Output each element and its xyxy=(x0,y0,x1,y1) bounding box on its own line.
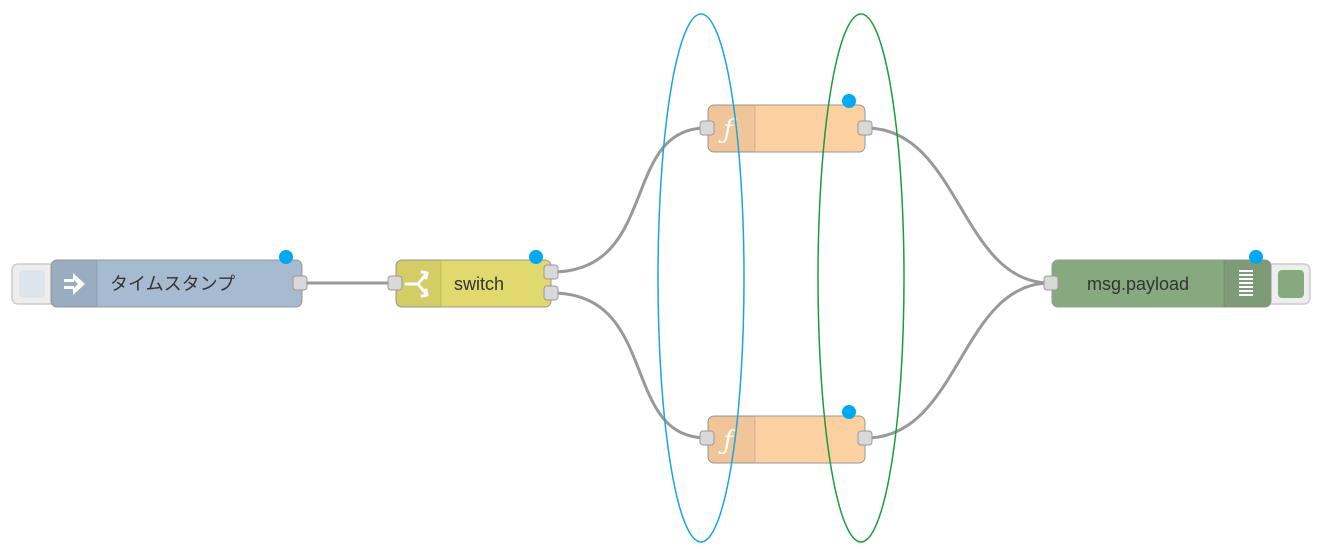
function-top-output-port[interactable] xyxy=(857,120,873,136)
switch-node-label: switch xyxy=(454,274,504,294)
wire-switch-function-bottom[interactable] xyxy=(551,291,707,440)
function-bottom-input-port[interactable] xyxy=(699,430,715,446)
inject-node-label: タイムスタンプ xyxy=(110,274,235,294)
switch-node[interactable]: switch xyxy=(387,250,559,308)
debug-list-icon xyxy=(1239,270,1253,296)
function-top-changed-badge xyxy=(842,94,856,108)
debug-node-label: msg.payload xyxy=(1087,274,1189,294)
debug-toggle-inner xyxy=(1278,270,1304,298)
debug-changed-badge xyxy=(1249,250,1263,264)
switch-output-port-2[interactable] xyxy=(543,285,559,301)
inject-changed-badge xyxy=(279,250,293,264)
highlight-ellipse-blue xyxy=(657,13,745,543)
function-icon: ƒ xyxy=(718,115,737,145)
wire-function-top-debug[interactable] xyxy=(865,126,1051,285)
wire-switch-function-top[interactable] xyxy=(551,126,707,274)
function-bottom-output-port[interactable] xyxy=(857,430,873,446)
switch-input-port[interactable] xyxy=(387,275,403,291)
function-node-bottom[interactable]: ƒ xyxy=(699,405,873,464)
inject-button-inner xyxy=(19,270,45,298)
function-bottom-icon-area xyxy=(708,416,755,463)
function-bottom-changed-badge xyxy=(842,405,856,419)
switch-icon xyxy=(404,270,429,298)
inject-icon-area xyxy=(51,260,97,307)
debug-node[interactable]: msg.payload xyxy=(1043,250,1311,308)
arrow-in-icon xyxy=(64,273,85,295)
function-node-top[interactable]: ƒ xyxy=(699,94,873,153)
inject-output-port[interactable] xyxy=(292,275,308,291)
wires xyxy=(303,126,1051,440)
wire-function-bottom-debug[interactable] xyxy=(865,281,1051,440)
function-top-input-port[interactable] xyxy=(699,120,715,136)
highlight-ellipse-green xyxy=(817,13,905,543)
function-top-icon-area xyxy=(708,105,755,152)
switch-output-port-1[interactable] xyxy=(543,264,559,280)
inject-node[interactable]: タイムスタンプ xyxy=(11,250,308,308)
function-icon: ƒ xyxy=(718,426,737,456)
switch-changed-badge xyxy=(529,250,543,264)
debug-input-port[interactable] xyxy=(1043,275,1059,291)
